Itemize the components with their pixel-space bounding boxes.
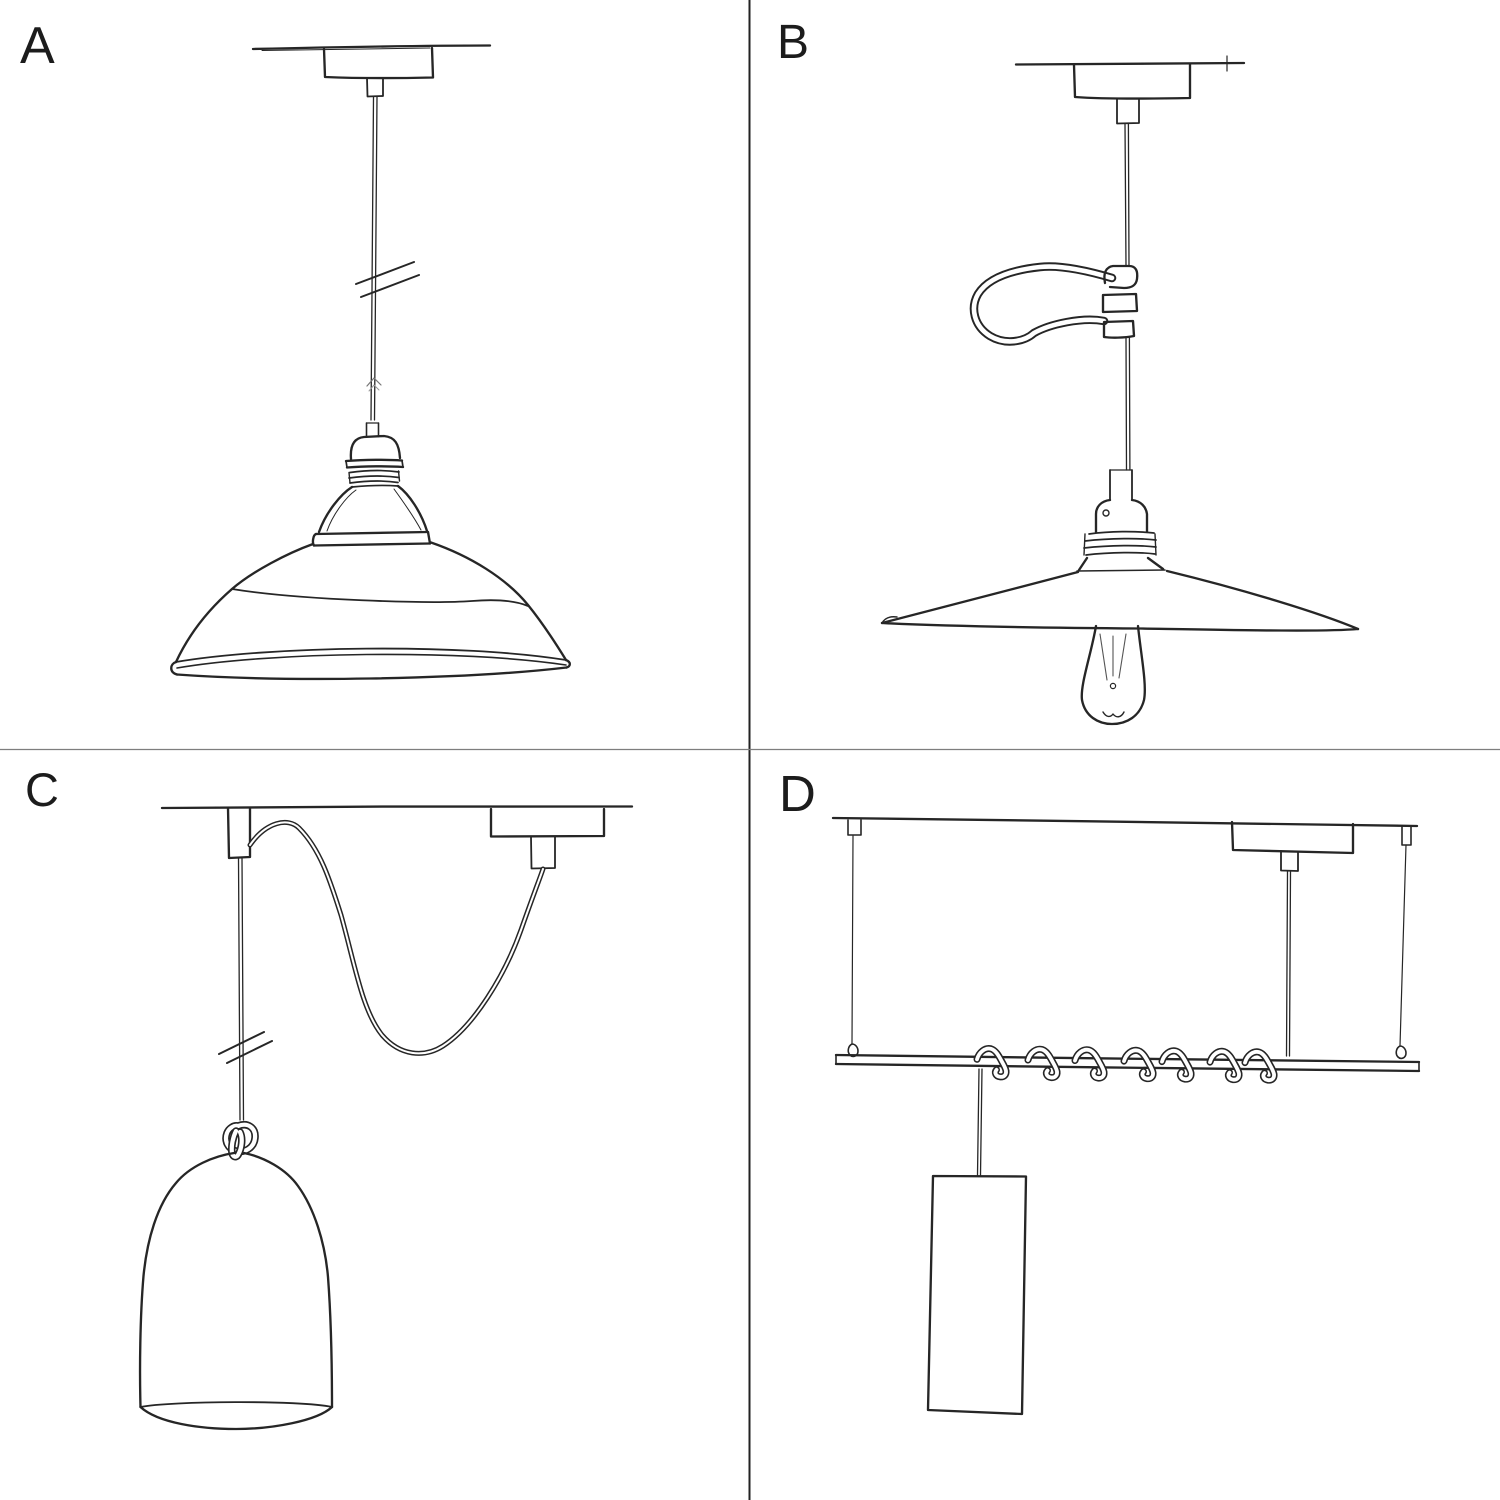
svg-text:B: B	[777, 16, 809, 69]
svg-text:A: A	[20, 17, 55, 75]
svg-text:D: D	[779, 765, 816, 822]
svg-text:C: C	[25, 763, 59, 816]
